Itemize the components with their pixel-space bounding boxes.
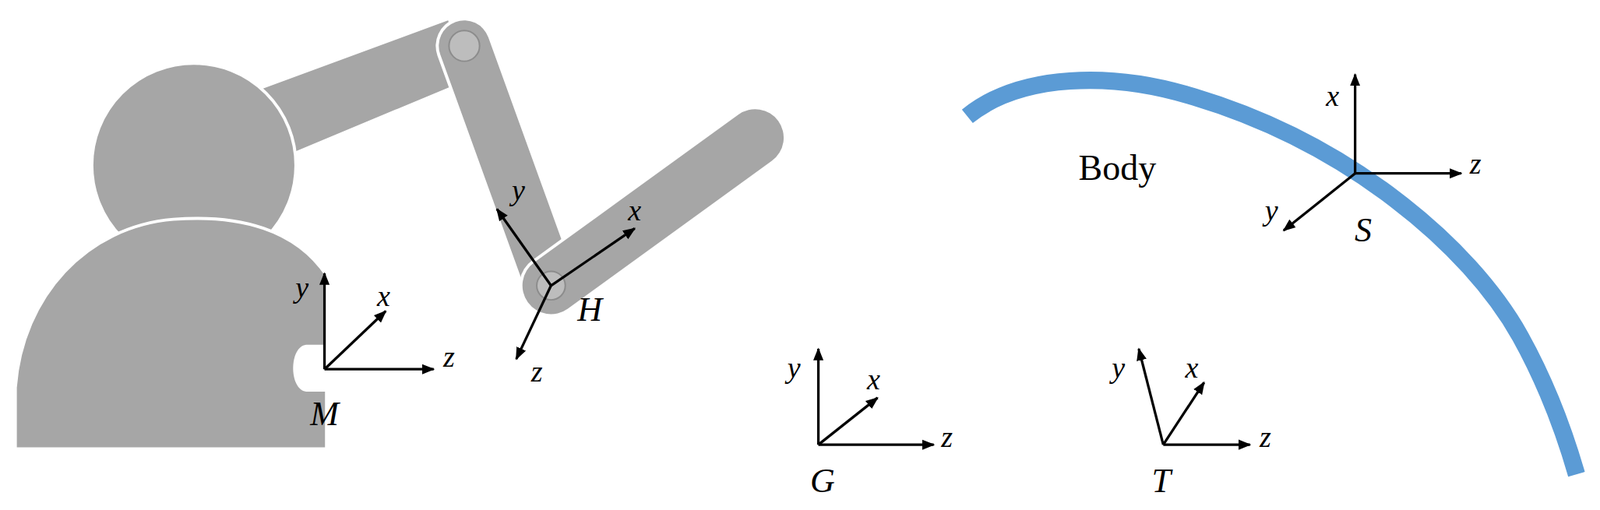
axis-arrow xyxy=(818,444,934,447)
axis-label: x xyxy=(1325,81,1340,111)
axis-arrow xyxy=(550,228,635,286)
axis-label: z xyxy=(1469,148,1482,179)
axis-arrow xyxy=(1355,172,1462,175)
axis-label: x xyxy=(866,364,881,395)
forearm xyxy=(550,137,755,286)
axis-label: x xyxy=(627,195,642,226)
axis-label: z xyxy=(940,422,953,452)
axis-label: z xyxy=(443,341,455,372)
axis-label: y xyxy=(295,272,309,303)
frame-label: M xyxy=(310,397,339,432)
axis-arrow xyxy=(1138,348,1163,445)
robot-base xyxy=(15,218,328,449)
axis-arrow xyxy=(496,209,551,286)
coordinate-frames xyxy=(324,74,1462,446)
frame-label: H xyxy=(577,292,603,328)
elbow-joint xyxy=(448,30,480,61)
axis-arrow xyxy=(1162,444,1250,447)
axis-arrow xyxy=(1353,74,1357,174)
axis-label: y xyxy=(787,352,801,383)
link-two xyxy=(464,45,551,286)
frame-label: S xyxy=(1354,213,1372,248)
frame-label: G xyxy=(810,464,836,499)
axis-arrow xyxy=(818,398,878,445)
base-notch xyxy=(292,345,327,392)
body-surface xyxy=(967,80,1577,475)
axis-arrow xyxy=(1283,173,1356,231)
axis-arrow xyxy=(817,348,820,445)
axis-label: y xyxy=(1265,195,1279,226)
axis-arrow xyxy=(324,368,434,371)
axis-label: x xyxy=(1185,352,1199,383)
axis-arrow xyxy=(323,273,326,370)
robot-arm xyxy=(15,18,756,450)
axis-arrow xyxy=(516,285,552,360)
axis-label: y xyxy=(1111,352,1125,383)
axis-arrow xyxy=(324,311,387,371)
axis-arrow xyxy=(1162,382,1204,445)
link-two-fill xyxy=(464,45,551,286)
axis-label: x xyxy=(377,281,391,311)
axis-label: z xyxy=(531,356,543,387)
body-label: Body xyxy=(1078,150,1157,187)
frame-label: T xyxy=(1151,464,1171,499)
forearm-fill xyxy=(550,137,755,286)
axis-label: z xyxy=(1259,422,1272,452)
axis-label: y xyxy=(511,175,526,205)
